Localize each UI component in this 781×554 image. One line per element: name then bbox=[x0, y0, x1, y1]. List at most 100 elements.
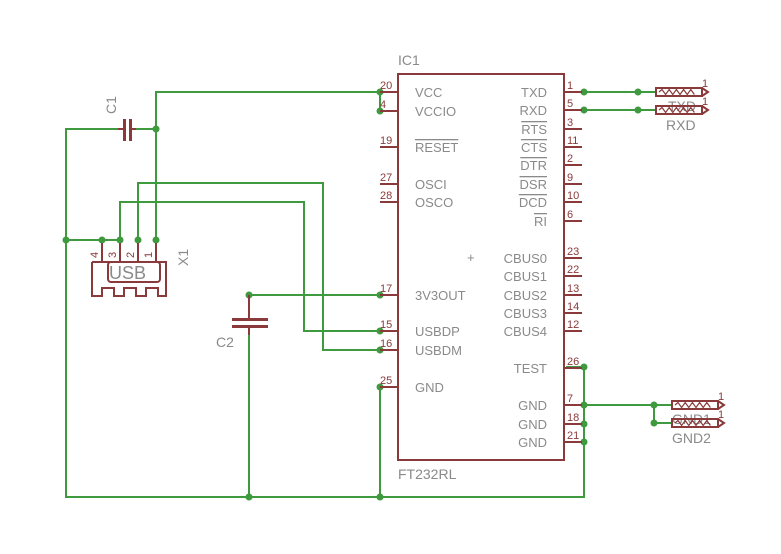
connector-tip bbox=[701, 87, 710, 97]
junction bbox=[376, 493, 384, 501]
ic1-pin-name: USBDM bbox=[415, 343, 462, 358]
ic1-pin-number: 17 bbox=[380, 283, 392, 295]
ic1-pin-name: RESET bbox=[415, 140, 458, 155]
ic1-pin-name: VCC bbox=[415, 85, 442, 100]
usb-pin-number: 1 bbox=[143, 252, 155, 258]
ic1-pin-name: DTR bbox=[520, 158, 547, 173]
usb-pin-number: 2 bbox=[125, 252, 137, 258]
connector-name: RXD bbox=[666, 117, 696, 133]
connector-coil bbox=[658, 106, 695, 114]
junction bbox=[245, 493, 253, 501]
ic1-pin-number: 27 bbox=[380, 172, 392, 184]
ic1-pin-number: 3 bbox=[567, 117, 573, 129]
wire-usbdp bbox=[119, 201, 380, 332]
connector-pin-mark: 1 bbox=[718, 391, 724, 403]
ic1-pin-number: 19 bbox=[380, 135, 392, 147]
c1-name: C1 bbox=[103, 96, 119, 114]
connector-body bbox=[671, 400, 719, 410]
ic1-pin-name: GND bbox=[415, 380, 444, 395]
ic1-pin-name: CTS bbox=[521, 140, 547, 155]
ic1-pin-number: 26 bbox=[567, 356, 579, 368]
junction bbox=[650, 401, 658, 409]
ic1-body bbox=[397, 73, 565, 461]
ic1-pin-name: CBUS3 bbox=[504, 306, 547, 321]
ic1-pin-name: GND bbox=[518, 435, 547, 450]
ic1-pin-name: GND bbox=[518, 398, 547, 413]
ic1-pin-name: CBUS0 bbox=[504, 251, 547, 266]
connector-name: GND2 bbox=[672, 430, 711, 446]
capacitor-c2: C2 bbox=[216, 295, 268, 350]
c2-plate-bottom bbox=[232, 325, 268, 328]
ic1-pin-number: 4 bbox=[380, 99, 386, 111]
ic1-pin-number: 12 bbox=[567, 319, 579, 331]
connector-pin-mark: 1 bbox=[718, 409, 724, 421]
ic1-pin-name: DCD bbox=[519, 195, 547, 210]
usb-name: X1 bbox=[175, 249, 191, 266]
connector-pin-mark: 1 bbox=[702, 96, 708, 108]
ic1-name: IC1 bbox=[398, 52, 420, 68]
ic1-pin-name: RTS bbox=[521, 122, 547, 137]
usb-body bbox=[91, 261, 167, 297]
ic1-pin-name: CBUS1 bbox=[504, 269, 547, 284]
c2-plate-top bbox=[232, 318, 268, 321]
junction bbox=[580, 438, 588, 446]
ic1-pin-number: 15 bbox=[380, 319, 392, 331]
usb-label: USB bbox=[109, 263, 146, 283]
connector-rxd: RXD 1 bbox=[655, 96, 710, 133]
ic1-pin-number: 18 bbox=[567, 412, 579, 424]
junction bbox=[580, 420, 588, 428]
ic1-pin-number: 14 bbox=[567, 301, 579, 313]
usb-label-frame bbox=[107, 261, 161, 283]
ic1-pin-name: USBDP bbox=[415, 324, 460, 339]
ic1-pin-name: 3V3OUT bbox=[415, 288, 466, 303]
junction bbox=[580, 106, 588, 114]
junction bbox=[152, 236, 160, 244]
ic1-right-pins: 1TXD5RXD3RTS11CTS2DTR9DSR10DCD6RI23CBUS0… bbox=[504, 80, 582, 450]
wire-3v3out bbox=[248, 294, 380, 315]
wire-gnd-out2 bbox=[653, 405, 672, 424]
ic1-pin-name: CBUS2 bbox=[504, 288, 547, 303]
ic1-pin-number: 25 bbox=[380, 375, 392, 387]
ic1-pin-number: 11 bbox=[567, 135, 578, 147]
ic1-pin-name: RXD bbox=[520, 103, 547, 118]
wire-c1-gnd bbox=[65, 128, 585, 498]
connector-tip bbox=[701, 105, 710, 115]
ic1-pin-number: 5 bbox=[567, 98, 573, 110]
ic1-pin-name: RI bbox=[534, 214, 547, 229]
ic1-pin-number: 22 bbox=[567, 264, 579, 276]
ic1-pin-number: 20 bbox=[380, 80, 392, 92]
ic1-pin-number: 9 bbox=[567, 172, 573, 184]
connector-coil bbox=[674, 419, 711, 427]
ic1-value: FT232RL bbox=[398, 466, 457, 482]
junction bbox=[62, 236, 70, 244]
usb-pin-number: 4 bbox=[89, 252, 101, 258]
capacitor-c1: C1 bbox=[103, 96, 136, 141]
ic1-pin-name: DSR bbox=[520, 177, 547, 192]
junctions bbox=[62, 88, 658, 501]
connector-coil bbox=[658, 88, 695, 96]
ic1-pin-number: 7 bbox=[567, 393, 573, 405]
ic1-pin-number: 21 bbox=[567, 430, 579, 442]
connector-tip bbox=[717, 418, 726, 428]
junction bbox=[634, 106, 642, 114]
junction bbox=[580, 88, 588, 96]
ic1-origin-mark: + bbox=[467, 250, 475, 265]
connector-coil bbox=[674, 401, 711, 409]
ic1-pin-name: TXD bbox=[521, 85, 547, 100]
connector-body bbox=[655, 87, 703, 97]
ic1-pin-name: OSCI bbox=[415, 177, 447, 192]
connector-body bbox=[655, 105, 703, 115]
c1-plate-left bbox=[123, 119, 126, 141]
ic1-pin-number: 6 bbox=[567, 209, 573, 221]
junction bbox=[152, 125, 160, 133]
junction bbox=[98, 236, 106, 244]
ic1-pin-number: 23 bbox=[567, 246, 579, 258]
ic1-pin-number: 1 bbox=[567, 80, 573, 92]
